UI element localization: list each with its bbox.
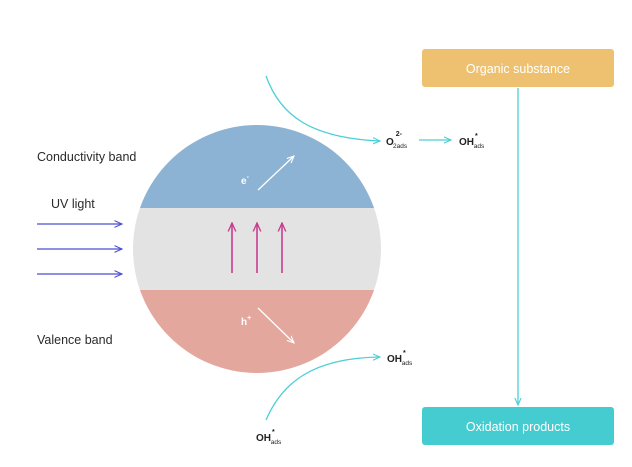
electron-symbol: e xyxy=(241,176,247,187)
hydroxyl-species-bottom: OH*ads xyxy=(256,429,282,446)
oxidation-products-box: Oxidation products xyxy=(422,407,614,445)
organic-substance-label: Organic substance xyxy=(466,62,570,76)
excitation-arrows xyxy=(232,223,282,273)
semiconductor-particle xyxy=(133,125,381,373)
electron-carrier: e- xyxy=(241,156,294,191)
hydroxyl-species-top: OH*ads xyxy=(459,133,485,150)
hole-charge: + xyxy=(247,315,251,322)
conduction-band-region xyxy=(133,125,381,208)
reaction-curve-electron xyxy=(265,75,380,141)
electron-arrow xyxy=(257,156,294,191)
reaction-curve-hole xyxy=(265,357,380,421)
hole-carrier: h+ xyxy=(241,307,294,343)
electron-charge: - xyxy=(247,174,250,181)
svg-text:h+: h+ xyxy=(241,315,251,328)
uv-light-arrows xyxy=(37,224,122,274)
organic-substance-box: Organic substance xyxy=(422,49,614,87)
hole-arrow xyxy=(257,307,294,343)
oxidation-products-label: Oxidation products xyxy=(466,420,570,434)
svg-text:e-: e- xyxy=(241,174,250,187)
hole-symbol: h xyxy=(241,317,247,328)
uv-light-label: UV light xyxy=(51,197,95,211)
conduction-band-label: Conductivity band xyxy=(37,150,136,164)
valence-band-region xyxy=(133,290,381,373)
band-gap-region xyxy=(133,208,381,290)
valence-band-label: Valence band xyxy=(37,333,113,347)
hydroxyl-species-right: OH*ads xyxy=(387,350,413,367)
superoxide-species: O2-2ads xyxy=(386,131,408,150)
